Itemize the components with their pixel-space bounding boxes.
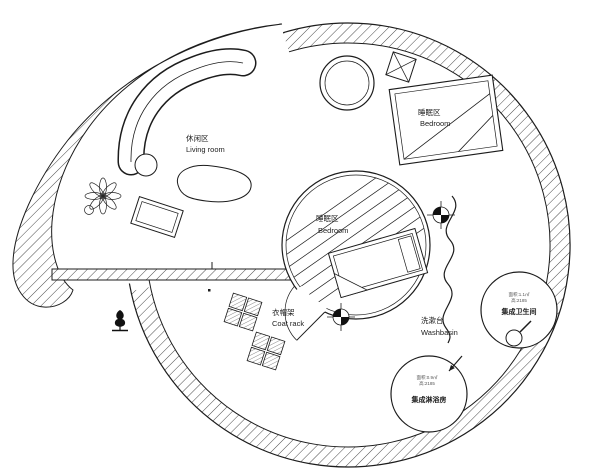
label-washbasin-zh: 洗漱台 xyxy=(421,315,444,325)
shower-pod-spec1: 面积:0.9㎡ xyxy=(416,374,438,381)
bed-upper-fold-line xyxy=(403,93,491,160)
curved-sofa xyxy=(117,48,257,176)
wavy-partition-line xyxy=(442,195,457,344)
center-room-door xyxy=(284,285,328,341)
label-bedroom-upper-zh: 睡眠区 xyxy=(418,108,441,117)
door-swing-arc xyxy=(284,286,297,341)
small-table xyxy=(130,195,184,239)
round-side-table xyxy=(134,153,158,177)
shower-pod: 面积:0.9㎡ 高:2185 集成淋浴房 xyxy=(390,355,468,433)
bed-upper-frame xyxy=(388,74,504,166)
door-leaf xyxy=(296,311,326,341)
shower-pod-spec2: 高:2185 xyxy=(419,380,435,387)
direction-arrow xyxy=(448,355,463,372)
column-marker-bottom xyxy=(327,303,355,331)
label-living-room-zh: 休闲区 xyxy=(186,133,209,143)
coffee-table-blob xyxy=(176,164,252,203)
shower-pod-circle xyxy=(390,355,468,433)
label-bedroom-center-zh: 睡眠区 xyxy=(316,214,339,223)
center-room-wall-outer xyxy=(281,170,431,320)
label-coat-rack-en: Coat rack xyxy=(272,319,304,328)
bathroom-pod: 面积:1.1㎡ 高:2185 集成卫生间 xyxy=(480,271,558,349)
label-bedroom-center-en: Bedroom xyxy=(318,226,348,235)
bed-upper-mattress xyxy=(394,80,498,160)
label-bedroom-upper-en: Bedroom xyxy=(420,119,450,128)
bathroom-pod-spec1: 面积:1.1㎡ xyxy=(508,291,530,298)
coat-rack-unit-a xyxy=(223,292,263,332)
bed-center-fold xyxy=(333,272,369,299)
bed-center-pillow xyxy=(397,235,421,273)
main-wall-inner-face xyxy=(148,42,551,448)
wall-dot-mark xyxy=(208,289,211,292)
label-washbasin-en: Washbasin xyxy=(421,328,458,337)
statue-figure xyxy=(112,310,128,332)
door-opening-gap xyxy=(292,285,328,318)
bathroom-pod-circle xyxy=(480,271,558,349)
spiral-wall-crescent xyxy=(12,23,283,308)
shower-pod-name: 集成淋浴房 xyxy=(411,395,447,404)
plant-icon xyxy=(84,177,122,215)
main-wall-hatch-band xyxy=(130,23,570,468)
bathroom-fixture-symbol xyxy=(505,320,532,347)
label-living-room-en: Living room xyxy=(186,145,225,154)
round-skylight xyxy=(319,55,375,111)
bed-center-mattress xyxy=(332,233,424,293)
bathroom-pod-spec2: 高:2185 xyxy=(511,297,527,304)
column-marker-right xyxy=(427,201,455,229)
coat-rack-unit-b xyxy=(246,331,286,371)
ceiling-unit-symbol xyxy=(385,51,417,83)
sofa-seam-line xyxy=(130,61,244,163)
straight-wall xyxy=(51,268,299,281)
bed-upper-fold-line2 xyxy=(458,115,494,152)
center-room-wall-inner xyxy=(285,174,427,316)
bed-upper xyxy=(388,74,504,166)
label-coat-rack-zh: 衣帽架 xyxy=(272,307,295,317)
main-wall-outer-face xyxy=(128,22,571,468)
bed-center xyxy=(327,227,429,299)
bathroom-pod-name: 集成卫生间 xyxy=(501,307,537,316)
